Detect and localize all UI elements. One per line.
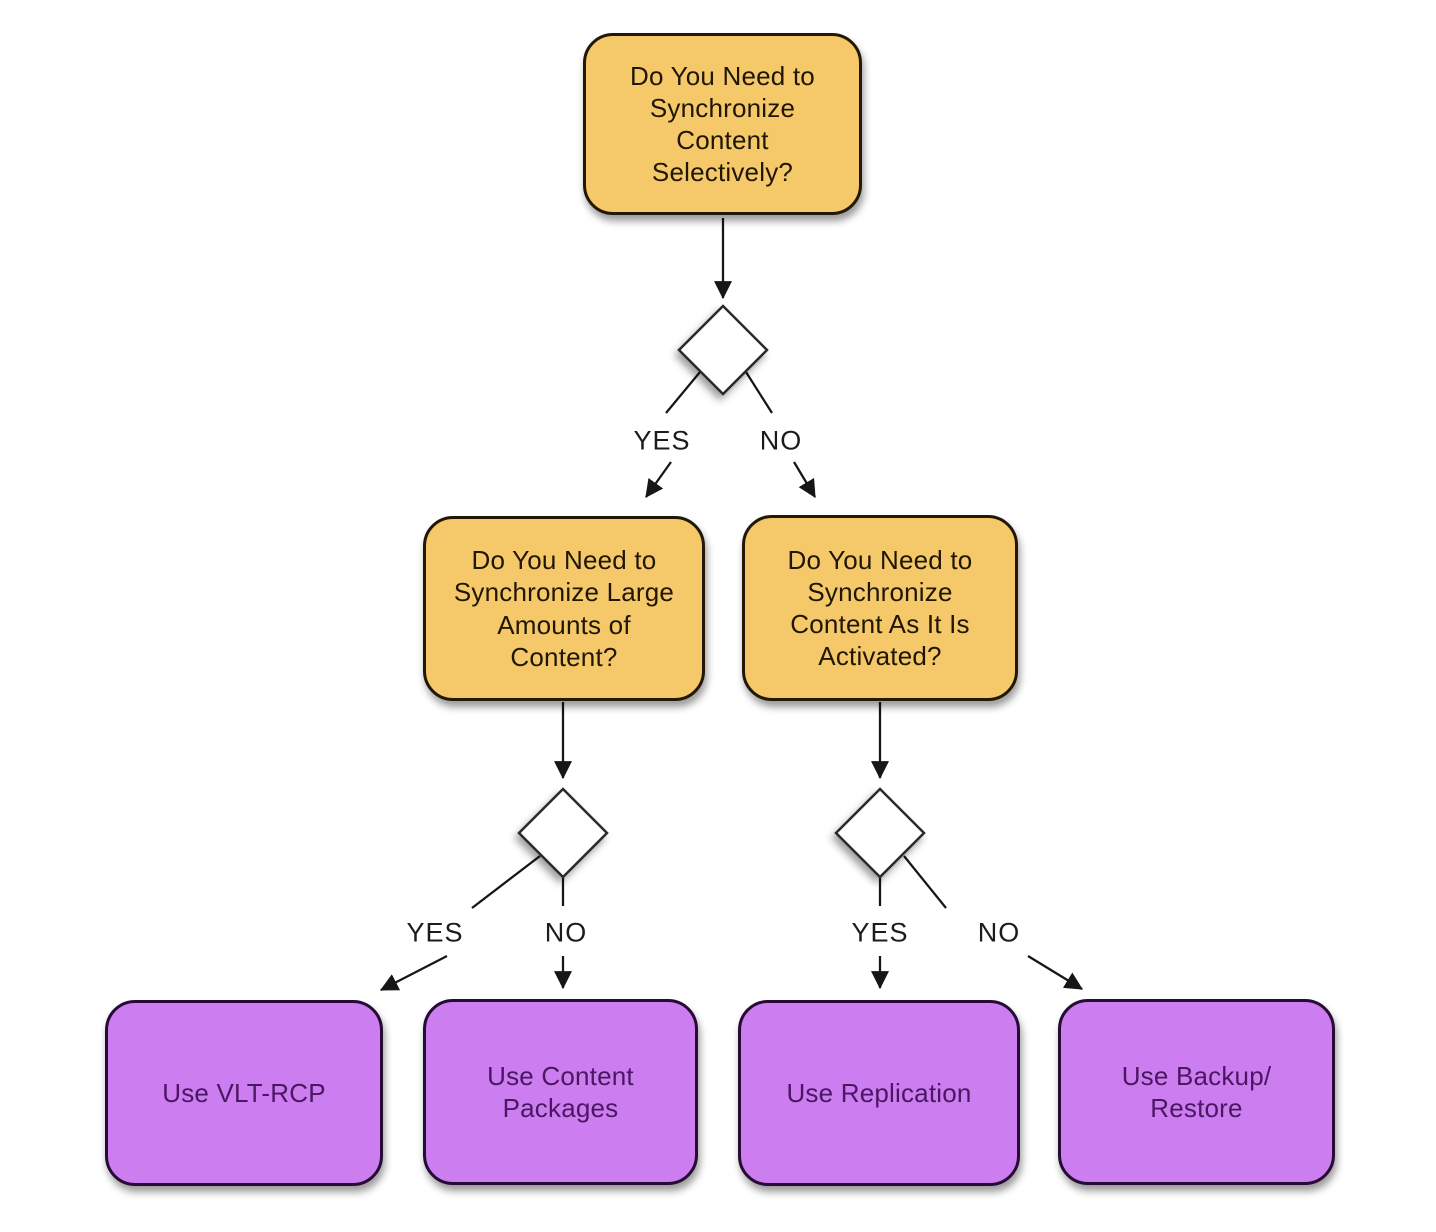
branch-label-d2-yes: YES: [406, 917, 464, 948]
decision-diamond-3: [834, 787, 926, 879]
result-node-backup-restore-label: Use Backup/ Restore: [1121, 1060, 1272, 1123]
line-d1-yes-upper: [665, 371, 701, 414]
arrow-d1-yes-to-q2: [645, 461, 672, 498]
question-node-large-amounts: Do You Need to Synchronize Large Amounts…: [423, 516, 705, 701]
line-d2-yes-upper: [471, 855, 541, 909]
arrow-d3-no-to-r4: [1027, 955, 1083, 990]
branch-label-d1-no: NO: [759, 425, 803, 456]
result-node-vlt-rcp: Use VLT-RCP: [105, 1000, 383, 1186]
decision-diamond-2: [517, 787, 609, 879]
result-node-content-packages: Use Content Packages: [423, 999, 698, 1185]
arrow-d1-no-to-q3: [793, 461, 816, 498]
branch-label-d2-no: NO: [544, 917, 588, 948]
question-node-large-amounts-label: Do You Need to Synchronize Large Amounts…: [453, 545, 675, 672]
arrow-d2-yes-to-r1: [379, 954, 448, 992]
result-node-vlt-rcp-label: Use VLT-RCP: [162, 1077, 326, 1108]
question-node-sync-selectively-label: Do You Need to Synchronize Content Selec…: [630, 60, 815, 188]
result-node-backup-restore: Use Backup/ Restore: [1058, 999, 1335, 1185]
result-node-replication: Use Replication: [738, 1000, 1020, 1186]
result-node-content-packages-label: Use Content Packages: [487, 1060, 634, 1123]
question-node-sync-selectively: Do You Need to Synchronize Content Selec…: [583, 33, 862, 215]
line-d1-no-upper: [745, 371, 773, 414]
line-d3-no-upper: [903, 855, 947, 909]
decision-diamond-1: [677, 304, 769, 396]
branch-label-d1-yes: YES: [633, 425, 691, 456]
branch-label-d3-no: NO: [977, 917, 1021, 948]
question-node-as-activated-label: Do You Need to Synchronize Content As It…: [787, 544, 973, 672]
result-node-replication-label: Use Replication: [786, 1077, 972, 1108]
question-node-as-activated: Do You Need to Synchronize Content As It…: [742, 515, 1018, 701]
branch-label-d3-yes: YES: [851, 917, 909, 948]
